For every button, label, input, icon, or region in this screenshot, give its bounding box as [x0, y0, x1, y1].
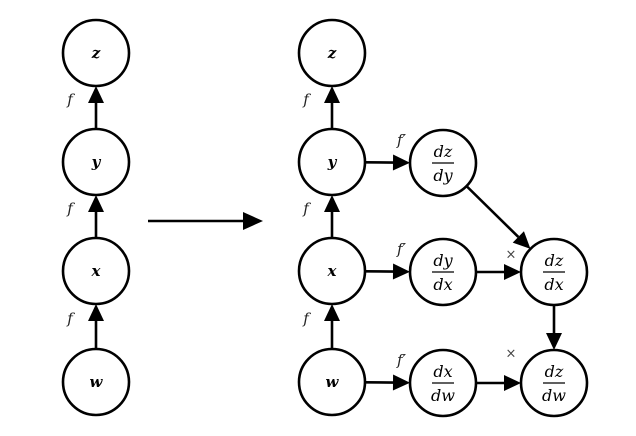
edge-label-y-z: f	[66, 91, 75, 109]
edge-label-y-dz_dy: f′	[396, 131, 407, 149]
arrowhead-icon	[504, 264, 521, 280]
right-graph-edge-w-to-dx-dw	[364, 374, 411, 391]
node-label: x	[91, 262, 102, 280]
fraction-numerator: dz	[434, 142, 453, 161]
multiply-icon: ×	[506, 248, 517, 263]
arrowhead-icon	[512, 231, 531, 249]
node-circle	[61, 18, 131, 88]
node-label: z	[327, 44, 337, 62]
node-label: y	[91, 153, 102, 171]
right-graph-edge-w-to-x	[324, 304, 340, 349]
fraction-numerator: dz	[545, 362, 564, 381]
node-label: w	[90, 373, 104, 391]
fraction-denominator: dx	[544, 275, 563, 294]
arrowhead-icon	[392, 154, 411, 171]
edges-layer	[88, 86, 562, 391]
node-circle	[297, 18, 367, 88]
right-graph-edge-x-to-y	[324, 195, 340, 238]
fraction-denominator: dw	[431, 386, 455, 405]
edge-label-w-dx_dw: f′	[396, 351, 407, 369]
arrowhead-icon	[88, 304, 104, 321]
arrowhead-icon	[324, 195, 340, 212]
arrowhead-icon	[504, 375, 521, 391]
node-z: z	[297, 18, 367, 88]
arrowhead-icon	[324, 304, 340, 321]
left-graph-edge-x-to-y	[88, 195, 104, 238]
node-dz-dx: dz dx	[519, 237, 589, 307]
arrowhead-icon	[392, 374, 411, 391]
node-dz-dy: dz dy	[408, 128, 478, 198]
node-circle	[297, 127, 367, 197]
right-graph-edge-x-to-dy-dx	[364, 263, 411, 280]
arrowhead-icon	[243, 212, 263, 230]
node-label: w	[326, 373, 340, 391]
node-dz-dw: dz dw	[519, 348, 589, 418]
node-dx-dw: dx dw	[408, 348, 478, 418]
node-x: x	[297, 236, 367, 306]
fraction-numerator: dx	[433, 362, 452, 381]
edge-label-x-dy_dx: f′	[396, 240, 407, 258]
fraction-numerator: dy	[433, 251, 453, 270]
arrowhead-icon	[392, 263, 411, 280]
edge-label-x-y: f	[302, 200, 311, 218]
node-circle	[61, 127, 131, 197]
edge-label-y-z: f	[302, 91, 311, 109]
node-circle	[61, 347, 131, 417]
node-z: z	[61, 18, 131, 88]
node-label: x	[327, 262, 338, 280]
node-circle	[297, 347, 367, 417]
node-w: w	[297, 347, 367, 417]
right-graph-edge-dy-dx-to-dz-dx	[476, 264, 521, 280]
node-y: y	[61, 127, 131, 197]
node-circle	[297, 236, 367, 306]
node-dy-dx: dy dx	[408, 237, 478, 307]
node-x: x	[61, 236, 131, 306]
edge-label-w-x: f	[302, 310, 311, 328]
node-label: z	[91, 44, 101, 62]
arrowhead-icon	[324, 86, 340, 103]
right-graph-edge-dz-dx-to-dz-dw	[546, 305, 562, 350]
node-w: w	[61, 347, 131, 417]
left-graph-edge-y-to-z	[88, 86, 104, 129]
right-graph-edge-y-to-z	[324, 86, 340, 129]
node-y: y	[297, 127, 367, 197]
right-graph-edge-dx-dw-to-dz-dw	[476, 375, 521, 391]
edge-label-w-x: f	[66, 310, 75, 328]
arrowhead-icon	[88, 86, 104, 103]
right-graph-edge-dz-dy-to-dz-dx	[465, 185, 531, 249]
fraction-denominator: dy	[433, 166, 453, 185]
left-graph-edge-w-to-x	[88, 304, 104, 349]
node-label: y	[327, 153, 338, 171]
transform-arrow	[148, 212, 263, 230]
fraction-numerator: dz	[545, 251, 564, 270]
edge-label-x-y: f	[66, 200, 75, 218]
arrowhead-icon	[546, 333, 562, 350]
multiply-icon: ×	[506, 347, 517, 362]
edge-line	[465, 185, 520, 238]
fraction-denominator: dx	[433, 275, 452, 294]
labels-layer: f f f f f f f′ f′ f′ × ×	[66, 91, 516, 370]
arrowhead-icon	[88, 195, 104, 212]
node-circle	[61, 236, 131, 306]
fraction-denominator: dw	[542, 386, 566, 405]
nodes-layer: z y x w z y x w dz dy dy dx dx dw dz dx dz dw	[61, 18, 589, 418]
right-graph-edge-y-to-dz-dy	[364, 154, 411, 171]
